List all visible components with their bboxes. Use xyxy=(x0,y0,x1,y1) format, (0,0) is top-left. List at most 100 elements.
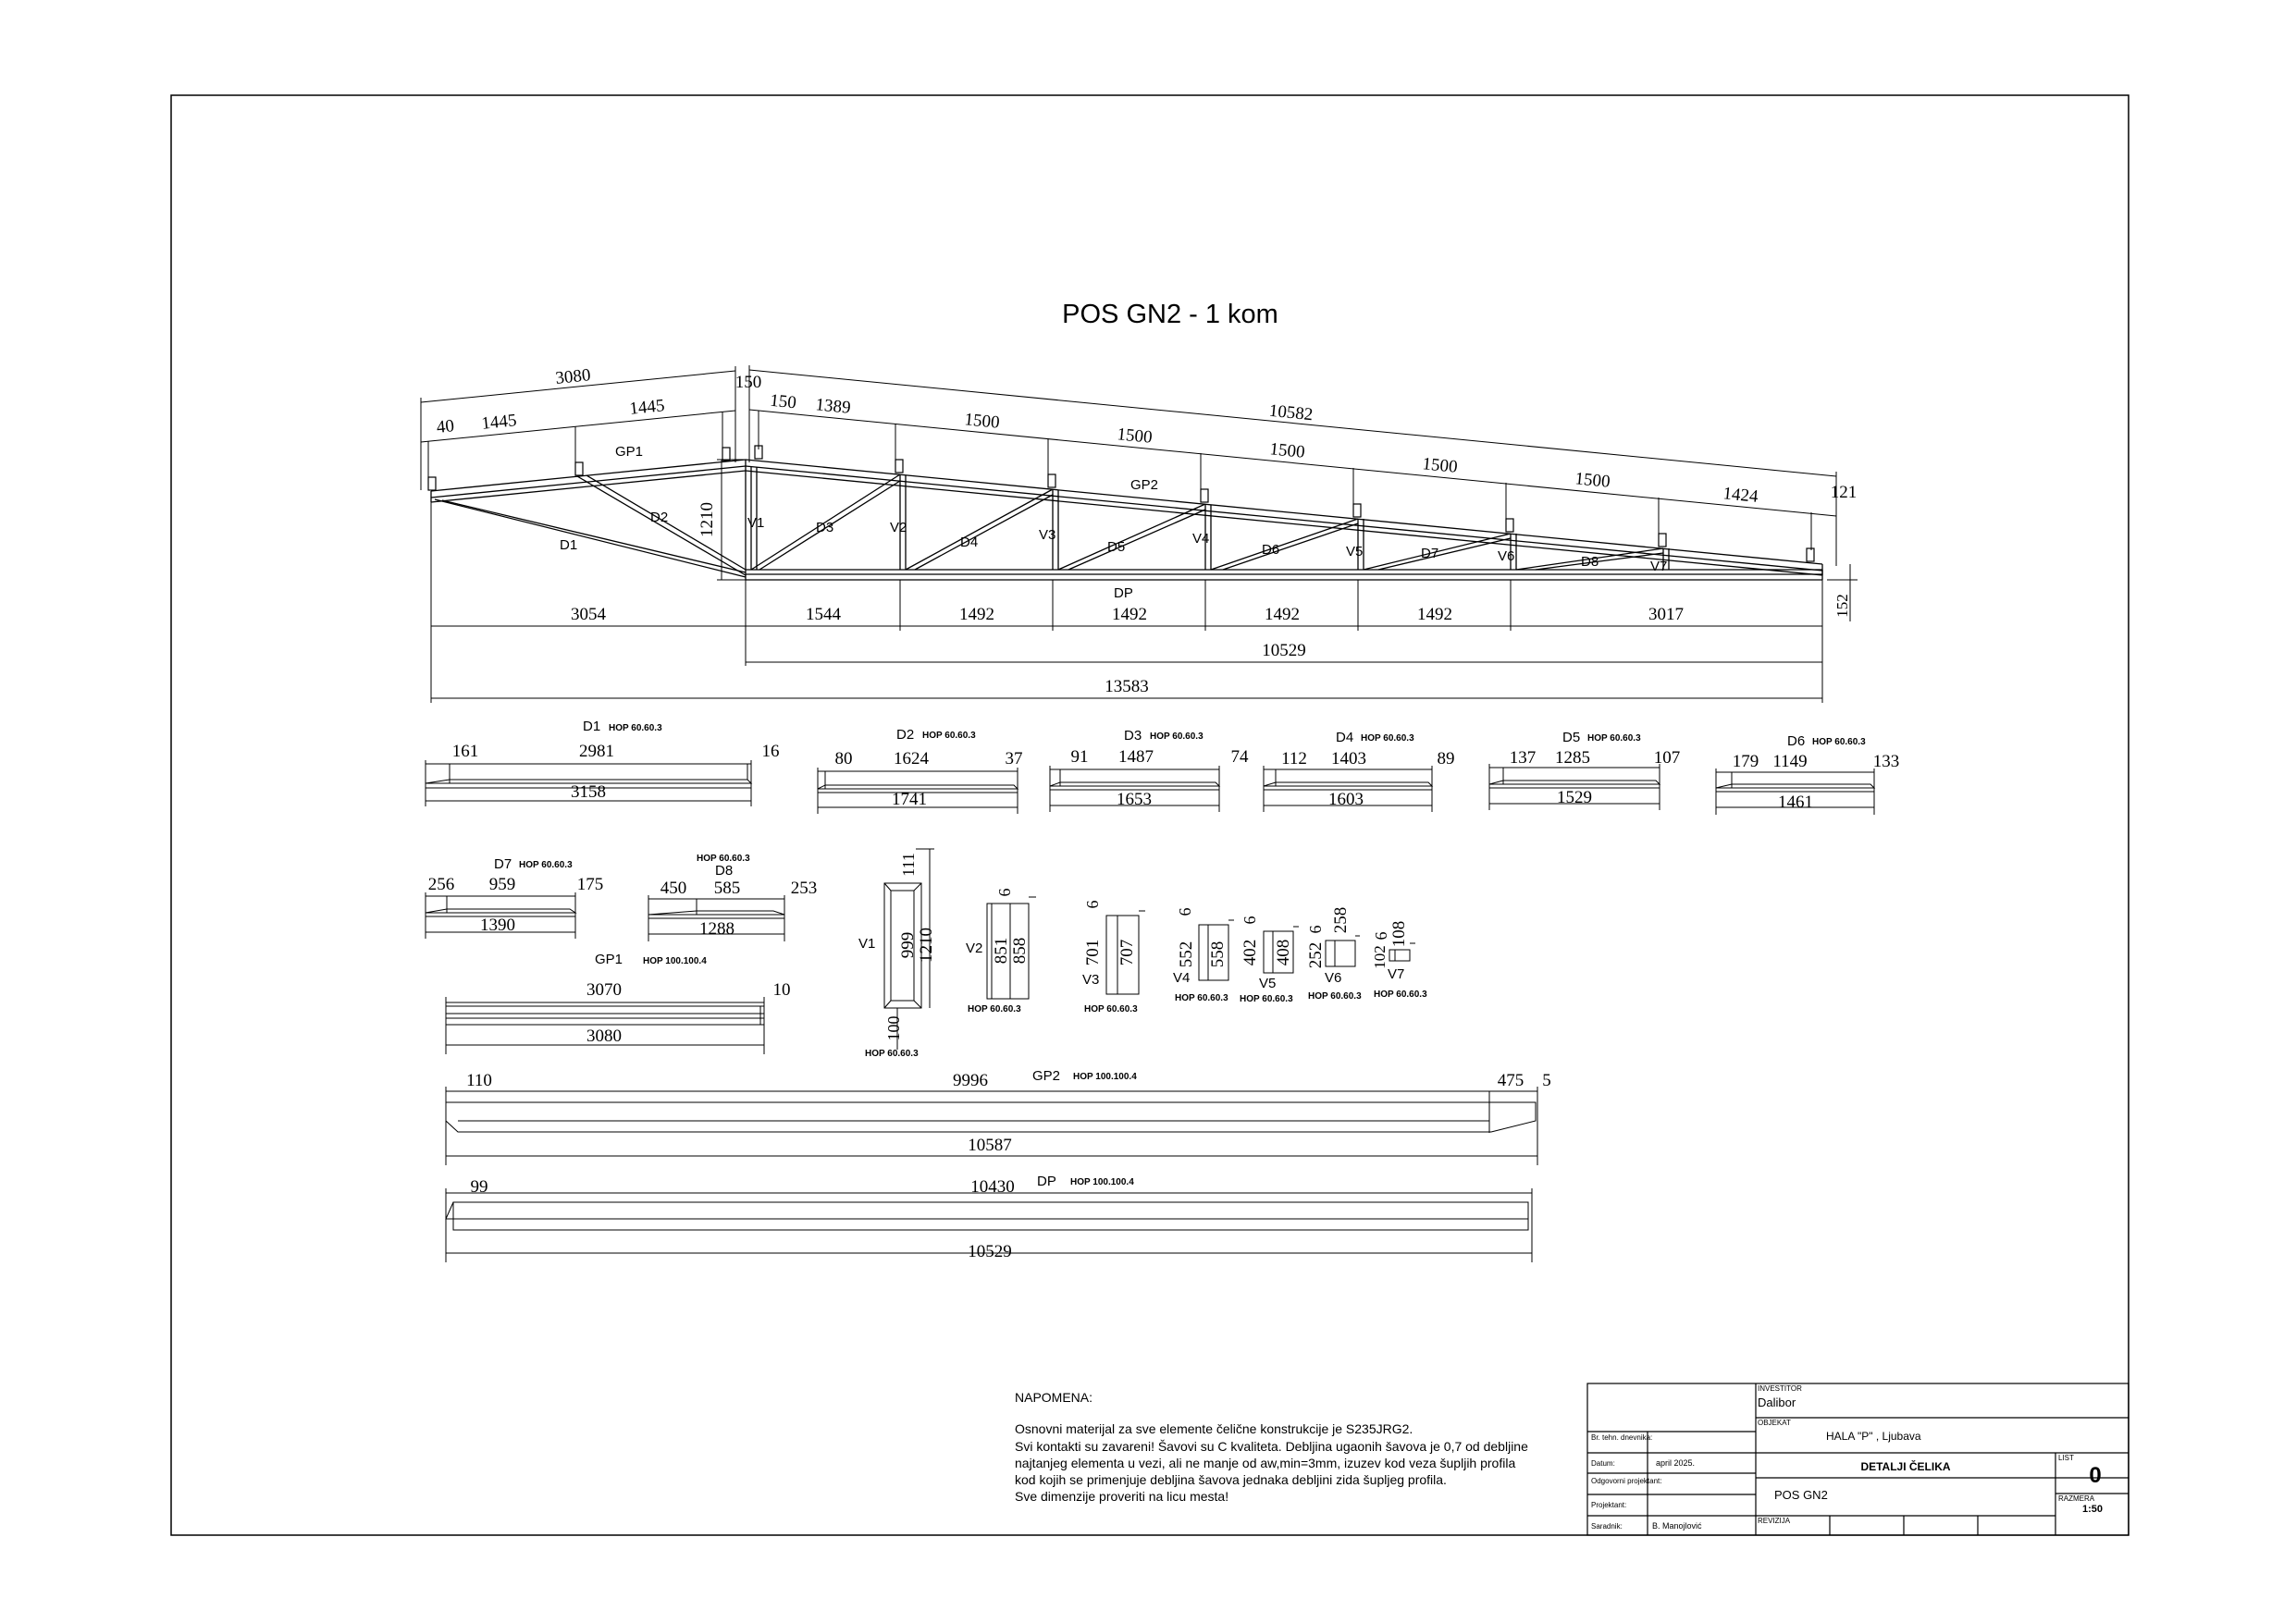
tb-br-tehn-label: Br. tehn. dnevnika: xyxy=(1591,1433,1652,1442)
part-v7-top: 6 xyxy=(1372,932,1390,941)
part-v3-top: 6 xyxy=(1083,901,1102,909)
label-d4: D4 xyxy=(960,535,978,550)
bottom-chord-dp xyxy=(746,569,1823,581)
dim-right-seg-3: 1500 xyxy=(1269,439,1306,462)
part-gp2-a: 110 xyxy=(466,1071,492,1090)
part-d7-c: 175 xyxy=(577,875,604,894)
dim-right-seg-4: 1500 xyxy=(1422,454,1459,477)
part-dp-len: 10529 xyxy=(968,1242,1012,1261)
tb-objekat: HALA "P" , Ljubava xyxy=(1826,1430,1921,1443)
tb-investitor-label: INVESTITOR xyxy=(1758,1384,1802,1393)
part-v7-name: V7 xyxy=(1388,966,1404,982)
part-d1-name: D1 xyxy=(583,719,600,734)
truss-member-labels: GP1 GP2 DP D1 D2 D3 D4 D5 D6 D7 D8 V1 V2… xyxy=(560,444,1667,601)
part-d5-a: 137 xyxy=(1510,748,1537,768)
part-v7 xyxy=(1389,942,1415,962)
part-v1-inner: 999 xyxy=(898,932,918,959)
part-gp2-name: GP2 xyxy=(1032,1068,1060,1084)
dim-bottom-6: 1492 xyxy=(1417,605,1452,624)
sheet-border xyxy=(170,94,2129,1536)
top-chord-gp2 xyxy=(745,459,1823,576)
part-gp1-a: 3070 xyxy=(586,980,622,1000)
part-dp-a: 99 xyxy=(471,1177,488,1197)
part-gp1-texts: GP1 HOP 100.100.4 3070 10 3080 xyxy=(586,952,791,1046)
part-d8-len: 1288 xyxy=(699,919,734,939)
label-v4: V4 xyxy=(1192,531,1209,547)
part-v7-outer: 108 xyxy=(1389,921,1409,948)
part-d7-profile: HOP 60.60.3 xyxy=(519,860,573,870)
truss-bottom-dimensions xyxy=(430,502,1823,703)
label-d2: D2 xyxy=(650,510,668,525)
diagonal-d1 xyxy=(434,498,747,578)
part-v6-top: 6 xyxy=(1306,926,1325,934)
part-d7-name: D7 xyxy=(494,856,512,872)
part-gp2-texts: GP2 HOP 100.100.4 110 9996 475 5 10587 xyxy=(466,1068,1551,1155)
part-d1 xyxy=(425,760,753,806)
part-v3 xyxy=(1105,910,1145,995)
dim-bottom-7: 3017 xyxy=(1648,605,1684,624)
part-v1-texts: V1 111 999 1210 100 HOP 60.60.3 xyxy=(858,853,936,1059)
label-v6: V6 xyxy=(1498,548,1514,564)
tb-sadrzaj: DETALJI ČELIKA xyxy=(1860,1459,1950,1473)
dim-height-right: 152 xyxy=(1833,594,1851,618)
diagonal-d2 xyxy=(576,474,747,576)
note-line-4: kod kojih se primenjuje debljina šavova … xyxy=(1015,1472,1447,1487)
diagonal-d5 xyxy=(1057,503,1206,571)
part-v4-inner: 552 xyxy=(1177,941,1196,968)
part-d3-name: D3 xyxy=(1124,728,1142,744)
part-d8-texts: HOP 60.60.3 D8 450 585 253 1288 xyxy=(660,854,818,939)
part-v5-texts: V5 6 402 408 HOP 60.60.3 xyxy=(1240,916,1293,1005)
part-v6-profile: HOP 60.60.3 xyxy=(1308,991,1362,1002)
tb-datum: april 2025. xyxy=(1656,1458,1695,1468)
dim-left-total: 3080 xyxy=(555,365,592,388)
part-dp-name: DP xyxy=(1037,1174,1056,1189)
part-v7-profile: HOP 60.60.3 xyxy=(1374,990,1427,1000)
diagonal-d4 xyxy=(905,488,1054,571)
part-d4-b: 1403 xyxy=(1331,749,1366,768)
part-d8-a: 450 xyxy=(660,879,687,898)
part-d8-b: 585 xyxy=(714,879,741,898)
diagonal-d3 xyxy=(750,473,901,571)
part-v3-outer: 707 xyxy=(1117,940,1137,966)
vertical-v4 xyxy=(1204,504,1212,570)
part-gp1-name: GP1 xyxy=(595,952,623,967)
part-d5 xyxy=(1488,764,1661,810)
dim-bottom-4: 1492 xyxy=(1112,605,1147,624)
part-gp1 xyxy=(445,997,765,1054)
truss-bottom-dim-texts: 3054 1544 1492 1492 1492 1492 3017 10529… xyxy=(571,605,1684,696)
dim-bottom-total: 13583 xyxy=(1105,677,1149,696)
note-line-2: Svi kontakti su zavareni! Šavovi su C kv… xyxy=(1015,1439,1528,1454)
part-d7-b: 959 xyxy=(489,875,516,894)
part-v4 xyxy=(1198,919,1234,981)
part-d7-a: 256 xyxy=(428,875,455,894)
dim-bottom-right-total: 10529 xyxy=(1262,641,1306,660)
part-d2-b: 1624 xyxy=(894,749,930,768)
part-d4 xyxy=(1263,766,1434,812)
part-d6-len: 1461 xyxy=(1778,793,1813,812)
part-v2-name: V2 xyxy=(966,941,982,956)
part-v2-top: 6 xyxy=(995,889,1014,897)
part-d4-profile: HOP 60.60.3 xyxy=(1361,733,1414,744)
label-v1: V1 xyxy=(747,515,764,531)
tb-odgovorni-label: Odgovorni projektant: xyxy=(1591,1477,1662,1485)
part-d4-c: 89 xyxy=(1438,749,1455,768)
tb-razmera-label: RAZMERA xyxy=(2058,1494,2095,1503)
part-d3 xyxy=(1049,766,1221,812)
part-d6-name: D6 xyxy=(1787,733,1805,749)
tb-datum-label: Datum: xyxy=(1591,1459,1615,1468)
tb-br-tehn-label-text: Br. tehn. dnevnika: xyxy=(1591,1433,1652,1442)
tb-saradnik: B. Manojlović xyxy=(1652,1521,1702,1531)
note-block: NAPOMENA: Osnovni materijal za sve eleme… xyxy=(1015,1390,1528,1504)
part-v2-inner: 851 xyxy=(992,938,1011,965)
part-v2-texts: V2 6 851 858 HOP 60.60.3 xyxy=(966,889,1030,1015)
part-d8-profile: HOP 60.60.3 xyxy=(697,854,750,864)
part-d6 xyxy=(1715,768,1876,815)
part-d3-texts: D3 HOP 60.60.3 91 1487 74 1653 xyxy=(1071,728,1250,809)
label-d1: D1 xyxy=(560,537,577,553)
part-v1-outer: 1210 xyxy=(917,928,936,963)
part-d5-texts: D5 HOP 60.60.3 137 1285 107 1529 xyxy=(1510,730,1681,807)
label-d5: D5 xyxy=(1107,539,1125,555)
dim-left-d: 150 xyxy=(735,373,762,392)
part-d3-c: 74 xyxy=(1231,747,1250,767)
dim-right-total: 10582 xyxy=(1268,401,1314,425)
